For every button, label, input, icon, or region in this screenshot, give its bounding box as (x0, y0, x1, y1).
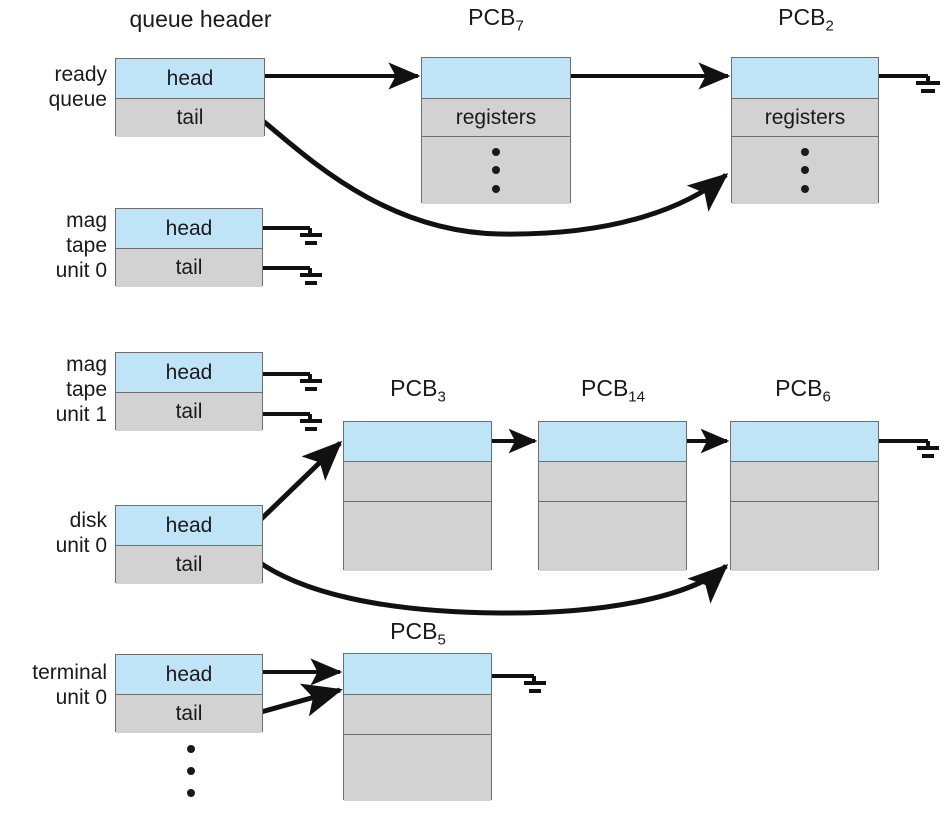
queue-label-line: disk (69, 509, 107, 532)
queue-label-line: unit 0 (55, 686, 107, 709)
field-label: registers (455, 105, 537, 129)
title-pcb3: PCB3 (390, 375, 446, 406)
vertical-ellipsis-icon (422, 143, 570, 198)
pcb-pcb3-field-3 (344, 501, 491, 571)
pcb-pcb14-field-3 (539, 501, 686, 571)
field-label: tail (176, 106, 204, 129)
title-pcb14: PCB14 (581, 375, 645, 406)
pcb-pcb5-field-3 (344, 734, 491, 801)
queue-header-mag-tape-0-header-field-1: head (116, 209, 262, 248)
queue-header-ready-queue-header-field-1: head (116, 59, 264, 98)
vertical-ellipsis-icon (184, 738, 198, 804)
title-pcb7: PCB7 (468, 4, 524, 35)
ground-null-pointer-icon (300, 228, 322, 245)
queue-header-ready-queue-header: head tail (115, 58, 265, 137)
queue-header-disk-0-header: head tail (115, 505, 263, 584)
ground-null-pointer-icon (916, 76, 940, 93)
pcb-pcb2: registers (731, 57, 879, 204)
ground-null-pointer-icon (300, 374, 322, 391)
queue-header-mag-tape-0-header-field-2: tail (116, 248, 262, 287)
ground-null-pointer-icon (917, 441, 939, 458)
queue-label-line: unit 0 (55, 259, 107, 282)
pcb-pcb7-field-1 (422, 58, 570, 98)
queue-label-line: mag (66, 209, 107, 232)
pcb-pcb7: registers (421, 57, 571, 204)
field-label: registers (764, 105, 846, 129)
title-pcb7-subscript: 7 (515, 17, 524, 35)
field-label: tail (175, 702, 203, 725)
pcb-pcb2-field-1 (732, 58, 878, 98)
ground-null-pointer-icon (524, 676, 546, 693)
vertical-ellipsis-icon (732, 143, 878, 198)
pcb-pcb6-field-3 (731, 501, 878, 571)
queue-label-line: unit 1 (55, 403, 107, 426)
field-label: head (165, 513, 213, 537)
queue-header-terminal-0-header-field-1: head (116, 655, 262, 694)
pcb-pcb14-field-2 (539, 461, 686, 501)
title-pcb6: PCB6 (775, 375, 831, 406)
pcb-pcb2-field-2: registers (732, 98, 878, 136)
queue-label-line: mag (66, 353, 107, 376)
pcb-pcb3 (343, 421, 492, 571)
field-label: head (166, 66, 214, 90)
pcb-pcb2-field-3 (732, 136, 878, 204)
queue-label-line: tape (66, 378, 107, 401)
title-pcb14-subscript: 14 (628, 388, 645, 406)
pcb-pcb5-field-1 (344, 654, 491, 694)
title-pcb5-subscript: 5 (437, 631, 446, 649)
pcb-pcb3-field-1 (344, 422, 491, 461)
queue-label-line: queue (48, 88, 107, 111)
title-queue-header: queue header (129, 6, 272, 32)
title-pcb2-subscript: 2 (825, 17, 834, 35)
ground-null-pointer-icon (300, 268, 322, 285)
pcb-pcb14 (538, 421, 687, 571)
field-label: head (165, 360, 213, 384)
title-pcb6-subscript: 6 (822, 388, 831, 406)
title-pcb5: PCB5 (390, 618, 446, 649)
queue-header-terminal-0-header: head tail (115, 654, 263, 733)
field-label: tail (175, 256, 203, 279)
field-label: tail (175, 553, 203, 576)
queue-header-disk-0-header-field-1: head (116, 506, 262, 545)
pcb-pcb5 (343, 653, 492, 801)
queue-header-mag-tape-1-header: head tail (115, 352, 263, 431)
field-label: head (165, 662, 213, 686)
pcb-pcb7-field-2: registers (422, 98, 570, 136)
pcb-pcb6-field-1 (731, 422, 878, 461)
queue-header-mag-tape-1-header-field-1: head (116, 353, 262, 392)
ground-null-pointer-icon (300, 414, 322, 431)
queue-header-terminal-0-header-field-2: tail (116, 694, 262, 733)
queue-label-line: tape (66, 234, 107, 257)
pcb-pcb5-field-2 (344, 694, 491, 734)
queue-label-line: terminal (32, 661, 107, 684)
title-pcb2: PCB2 (778, 4, 834, 35)
queue-header-disk-0-header-field-2: tail (116, 545, 262, 584)
queue-label-line: ready (54, 63, 107, 86)
field-label: head (165, 216, 213, 240)
pcb-pcb3-field-2 (344, 461, 491, 501)
field-label: tail (175, 400, 203, 423)
queue-label-line: unit 0 (55, 534, 107, 557)
pcb-pcb6-field-2 (731, 461, 878, 501)
pcb-pcb14-field-1 (539, 422, 686, 461)
title-pcb3-subscript: 3 (437, 388, 446, 406)
queue-header-mag-tape-0-header: head tail (115, 208, 263, 287)
pcb-pcb6 (730, 421, 879, 571)
arrow-diskhead-to-pcb3 (251, 440, 343, 529)
pcb-pcb7-field-3 (422, 136, 570, 204)
queue-header-mag-tape-1-header-field-2: tail (116, 392, 262, 431)
queue-header-ready-queue-header-field-2: tail (116, 98, 264, 137)
arrow-terminaltail-to-pcb5 (253, 683, 343, 717)
